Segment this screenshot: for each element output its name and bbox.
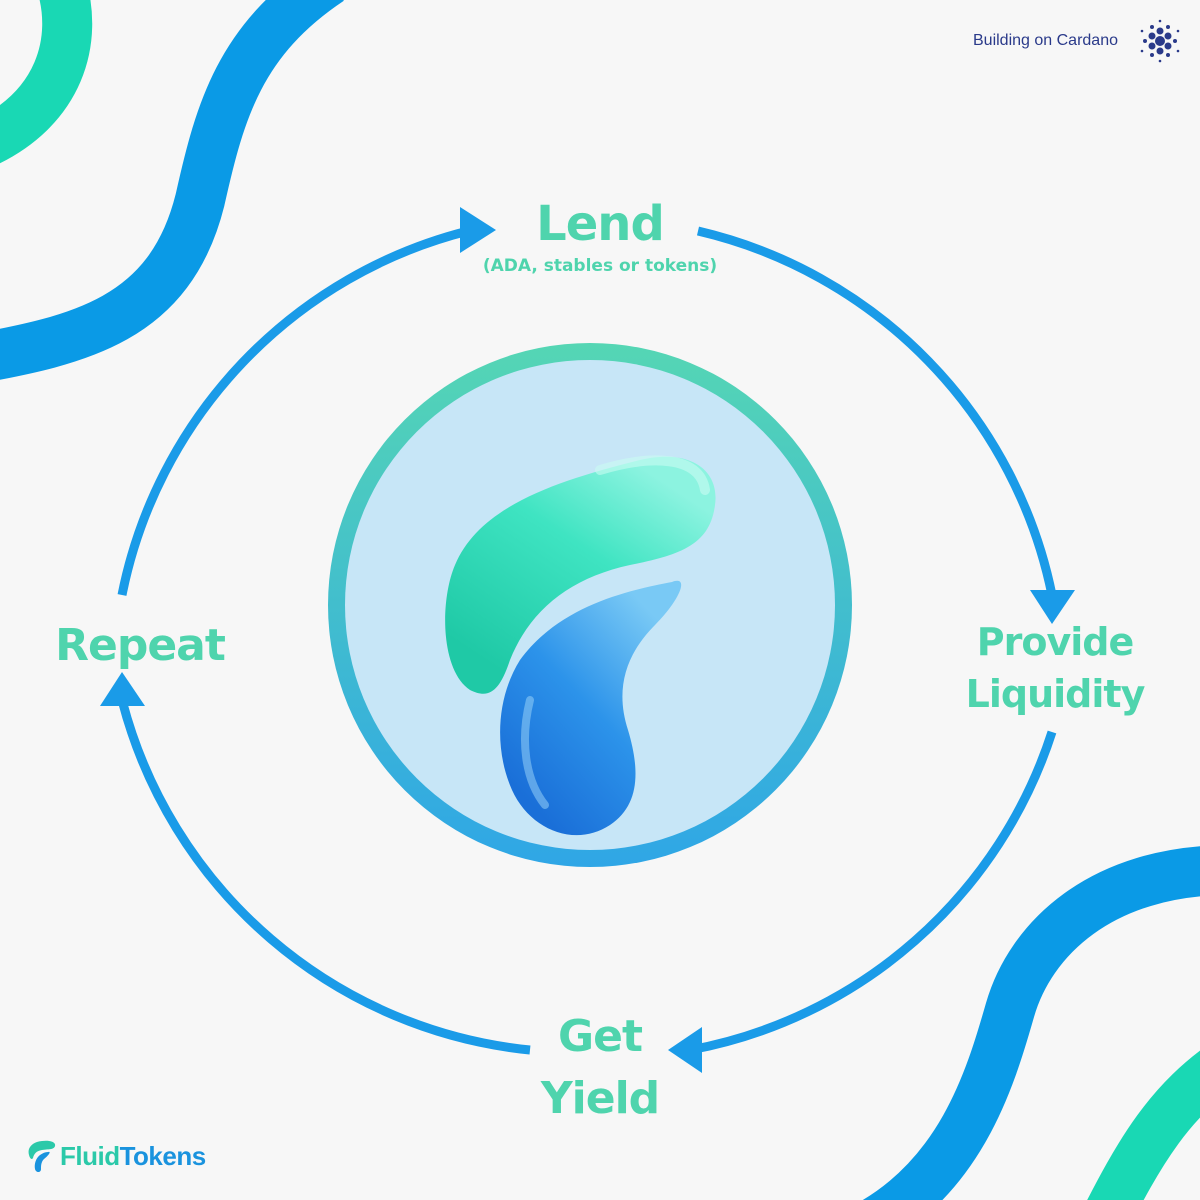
arrowhead-into-repeat — [100, 672, 145, 706]
arc-getyield-to-repeat — [117, 698, 531, 1055]
step-getyield-line1: Get — [558, 1011, 643, 1062]
arc-provide-to-getyield — [689, 730, 1057, 1055]
building-on-cardano-text: Building on Cardano — [973, 32, 1118, 49]
top-left-blue-wave — [0, 0, 345, 380]
step-provide-liquidity: Provide Liquidity — [940, 616, 1170, 720]
brand-tokens-text: Tokens — [119, 1140, 207, 1171]
step-lend-subtitle: (ADA, stables or tokens) — [482, 256, 718, 276]
step-lend-title: Lend — [536, 196, 665, 252]
bottom-right-blue-wave — [862, 846, 1200, 1200]
fluidtokens-brand: FluidTokens — [26, 1138, 206, 1174]
arrowhead-into-getyield — [668, 1027, 702, 1073]
step-get-yield: Get Yield — [500, 1006, 700, 1130]
fluidtokens-drop-logo-icon — [28, 1140, 56, 1172]
step-provide-line2: Liquidity — [965, 672, 1146, 716]
step-repeat-title: Repeat — [55, 620, 226, 671]
top-left-green-wave — [0, 0, 93, 164]
step-provide-line1: Provide — [976, 620, 1134, 664]
fluidtokens-3d-logo-icon — [445, 455, 716, 836]
arrowhead-into-lend — [460, 207, 496, 253]
brand-wordmark: FluidTokens — [60, 1141, 206, 1172]
arc-repeat-to-lend — [117, 226, 470, 596]
arc-lend-to-provide — [696, 226, 1057, 596]
cardano-logo-icon — [1140, 19, 1180, 63]
bottom-right-green-wave — [1087, 1050, 1200, 1200]
step-getyield-line2: Yield — [540, 1073, 660, 1124]
logo-green-leaf — [445, 456, 716, 694]
arrowhead-into-provide — [1030, 590, 1075, 624]
logo-blue-drop — [500, 580, 682, 836]
cycle-arrows — [117, 226, 1057, 1055]
brand-fluid-text: Fluid — [60, 1140, 120, 1171]
